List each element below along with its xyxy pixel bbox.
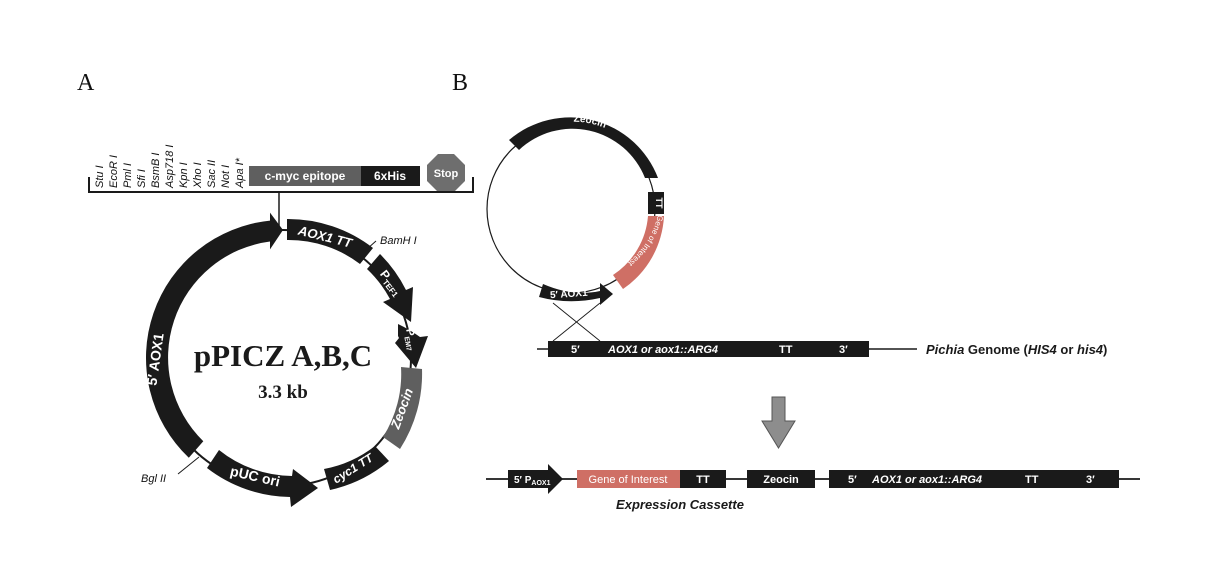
mcs-bracket: [88, 177, 474, 193]
genome-aox-label: AOX1 or aox1::ARG4: [607, 344, 718, 356]
cassette-tt2-label: TT: [1025, 474, 1039, 486]
genome-labels: 5′ AOX1 or aox1::ARG4 TT 3′: [571, 344, 848, 356]
segment-ptef1: [367, 254, 413, 322]
segment-5-aox1-label: 5′ AOX1: [143, 332, 166, 387]
circle-tt-block: [648, 192, 664, 214]
panel-b-letter: B: [452, 70, 468, 96]
plasmid-size: 3.3 kb: [258, 382, 308, 403]
genome-5-label: 5′: [571, 344, 580, 356]
circle-zeocin-block: [509, 117, 658, 178]
cassette-zeocin-label: Zeocin: [763, 474, 799, 486]
cassette-goi-label: Gene of Interest: [589, 474, 668, 486]
site-pml-i: Pml I: [122, 163, 134, 188]
site-asp718-i: Asp718 I: [164, 145, 176, 189]
site-bsmb-i: BsmB I: [150, 153, 162, 188]
segment-aox1-tt: [287, 218, 373, 264]
segment-cyc1-tt: [324, 446, 389, 490]
stop-octagon: [427, 154, 465, 192]
bamhi-tick: [357, 240, 377, 258]
site-xho-i: Xho I: [192, 162, 204, 189]
cassette-3-label: 3′: [1086, 474, 1095, 486]
bglii-label: Bgl II: [141, 473, 166, 485]
cassette-5-label: 5′: [848, 474, 857, 486]
cassette-tt1-label: TT: [696, 474, 710, 486]
plasmid-name: pPICZ A,B,C: [194, 338, 372, 373]
circle-goi-block: [613, 216, 664, 289]
site-apa-i: Apa I*: [234, 157, 246, 189]
cassette-paox1-arrow: [508, 464, 563, 494]
panel-b: B Zeocin TT Gene of Interest 5′ AOX1 5′ …: [452, 70, 1140, 512]
genome-tt-label: TT: [779, 344, 793, 356]
circle-5-aox1-arrow: [539, 283, 613, 305]
site-kpn-i: Kpn I: [178, 162, 190, 188]
circle-5-aox1-label: 5′ AOX1: [550, 288, 589, 302]
genome-block: [548, 341, 869, 357]
cassette-paox1-label: 5′ PAOX1: [514, 475, 551, 487]
segment-puc-ori: [207, 450, 318, 507]
cassette-tt1-block: [680, 470, 726, 488]
crossover-line-2: [552, 302, 601, 342]
bglii-tick: [177, 456, 200, 475]
segment-pem7: [395, 324, 428, 368]
site-sfi-i: Sfi I: [136, 169, 148, 188]
cassette-aox-labels: 5′ AOX1 or aox1::ARG4 TT 3′: [848, 474, 1095, 486]
site-not-i: Not I: [220, 165, 232, 188]
panel-a: A Stu I EcoR I Pml I Sfi I BsmB I Asp718…: [77, 70, 474, 507]
site-ecor-i: EcoR I: [108, 155, 120, 188]
stop-label: Stop: [434, 168, 459, 180]
segment-pem7-label: PEM7: [401, 328, 419, 352]
mcs-sites: Stu I EcoR I Pml I Sfi I BsmB I Asp718 I…: [94, 145, 246, 189]
myc-epitope-bar: [249, 166, 361, 186]
pichia-genome-label: Pichia Genome (HIS4 or his4): [926, 342, 1107, 357]
cassette-aox-block: [829, 470, 1119, 488]
expression-cassette-caption: Expression Cassette: [616, 497, 744, 512]
circle-tt-label: TT: [654, 198, 664, 209]
his-tag-label: 6xHis: [374, 169, 406, 183]
cassette-aox-label: AOX1 or aox1::ARG4: [871, 474, 982, 486]
site-sac-ii: Sac II: [206, 160, 218, 188]
panel-a-letter: A: [77, 70, 95, 96]
bamhi-label: BamH I: [380, 235, 417, 247]
integration-down-arrow-icon: [761, 396, 796, 449]
myc-epitope-label: c-myc epitope: [265, 169, 346, 183]
site-stu-i: Stu I: [94, 165, 106, 188]
cassette-zeocin-block: [747, 470, 815, 488]
segment-zeocin: [383, 367, 423, 449]
segment-5-aox1: [145, 212, 283, 458]
cassette-goi-block: [577, 470, 680, 488]
his-tag-bar: [361, 166, 420, 186]
genome-3-label: 3′: [839, 344, 848, 356]
